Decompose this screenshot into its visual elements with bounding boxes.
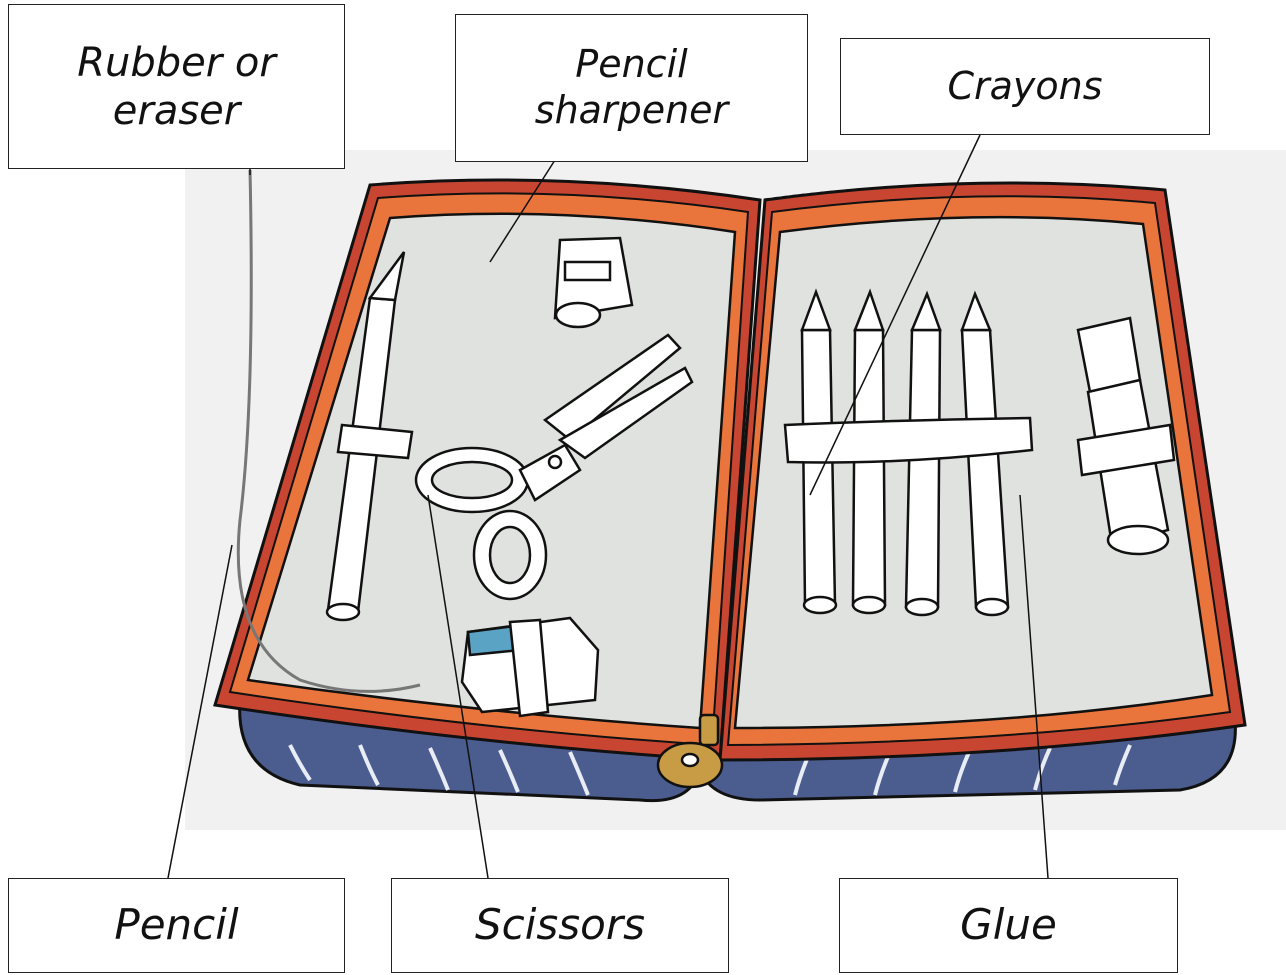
- label-pencil-text: Pencil: [114, 900, 238, 950]
- label-glue: Glue: [839, 878, 1178, 973]
- label-rubber-text: Rubber or eraser: [77, 39, 276, 135]
- label-pencil-sharpener: Pencil sharpener: [455, 14, 808, 162]
- label-glue-text: Glue: [960, 900, 1057, 950]
- label-sharpener-text: Pencil sharpener: [535, 42, 728, 133]
- label-rubber-or-eraser: Rubber or eraser: [8, 4, 345, 169]
- label-pencil: Pencil: [8, 878, 345, 973]
- label-scissors: Scissors: [391, 878, 729, 973]
- label-crayons-text: Crayons: [947, 64, 1102, 110]
- label-crayons: Crayons: [840, 38, 1210, 135]
- eraser-drawing: [462, 618, 598, 716]
- label-scissors-text: Scissors: [475, 900, 645, 950]
